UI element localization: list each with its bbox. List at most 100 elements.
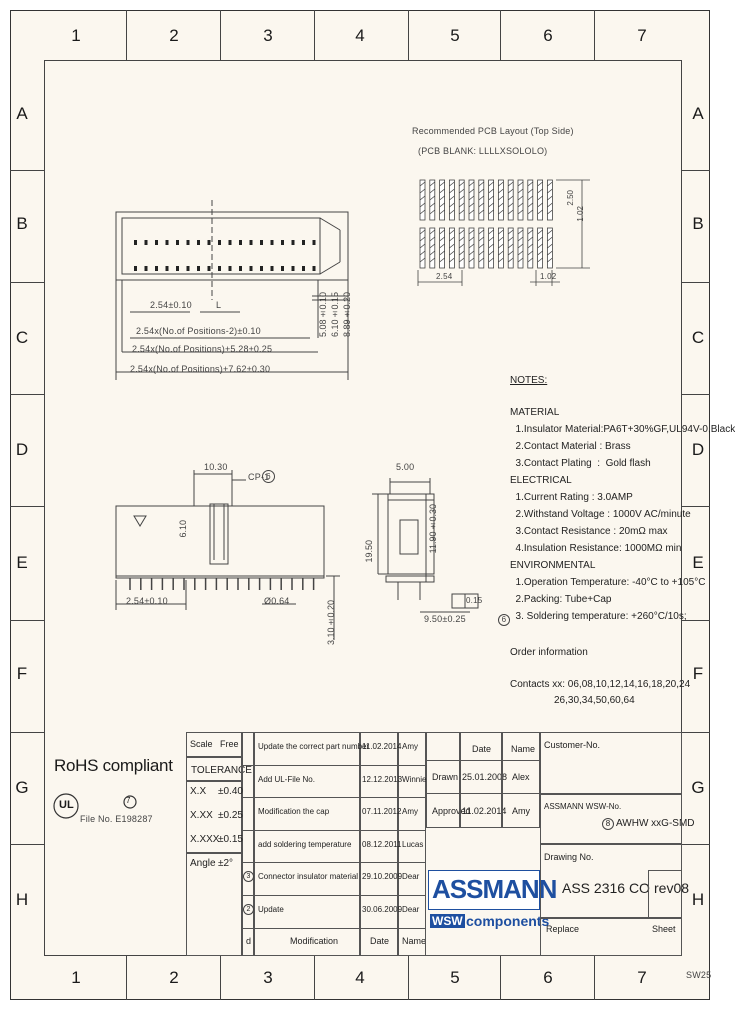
pcb-pad-hatch (517, 202, 524, 208)
pcb-pad-hatch (458, 188, 465, 194)
pcb-pad-hatch (458, 181, 465, 187)
pcb-pad (448, 227, 455, 269)
front-pin (302, 240, 305, 245)
end-dim-right: 11.90±0.30 (428, 504, 438, 554)
pcb-pad-hatch (478, 243, 485, 249)
front-pin (165, 266, 169, 271)
pcb-pad-hatch (419, 229, 426, 235)
pcb-pad-hatch (478, 236, 485, 242)
pcb-pad-hatch (507, 195, 514, 201)
revision-row-divider (242, 764, 426, 766)
zone-divider (682, 170, 710, 171)
approved-name: Amy (512, 806, 530, 816)
cp-rev-marker: 6 (262, 470, 275, 483)
pcb-pad-hatch (458, 243, 465, 249)
pcb-pad-hatch (517, 195, 524, 201)
pcb-pad (537, 227, 543, 269)
zone-divider (10, 732, 44, 733)
pcb-pad-hatch (547, 209, 553, 215)
front-dim-v1: 5.08±0.10 (318, 292, 328, 338)
customer-no-label: Customer-No. (544, 740, 601, 750)
revision-row-name: Amy (402, 742, 418, 751)
rohs-label: RoHS compliant (54, 756, 173, 775)
zone-column-bottom: 1 (71, 968, 81, 987)
tolerance-row-label: X.XXX (190, 834, 220, 845)
pcb-pad-hatch (507, 229, 514, 235)
revision-row-name: Winnie (402, 774, 427, 784)
zone-divider (500, 956, 501, 1000)
pcb-layout-subtitle: (PCB BLANK: LLLLXSOLOLO) (418, 146, 548, 156)
pcb-pad-hatch (449, 202, 455, 208)
front-pin (270, 266, 274, 271)
drawing-no: ASS 2316 CO (562, 880, 650, 896)
pcb-pad-hatch (439, 236, 445, 242)
pcb-pad-hatch (507, 202, 514, 208)
pcb-pad-hatch (547, 243, 553, 249)
front-dim-pitch: 2.54±0.10 (150, 300, 192, 310)
drawn-label: Drawn (432, 772, 459, 782)
pcb-dim-height1: 2.50 (566, 190, 575, 206)
note-line: 1.Insulator Material:PA6T+30%GF,UL94V-0,… (510, 424, 735, 435)
side-dim-vert: 3.10±0.20 (326, 600, 336, 646)
front-pin (134, 240, 137, 245)
pcb-pad-hatch (449, 188, 455, 194)
revision-row-text: Update (258, 905, 284, 914)
pcb-pad (507, 227, 514, 269)
side-dim-pitch: 2.54±0.10 (126, 596, 168, 606)
revision-row-text: Modification the cap (258, 807, 330, 817)
pcb-pad-hatch (498, 202, 504, 208)
pcb-pad-hatch (507, 243, 514, 249)
pcb-pad-hatch (498, 188, 504, 194)
pcb-pad-hatch (478, 229, 485, 235)
front-pin (302, 266, 305, 271)
front-pin (207, 266, 211, 271)
revision-label: rev08 (654, 880, 690, 896)
revision-row-divider (242, 862, 426, 864)
zone-column-bottom: 2 (169, 968, 179, 987)
zone-divider (682, 282, 710, 283)
pcb-pad-hatch (547, 188, 553, 194)
pcb-pad-hatch (498, 209, 504, 215)
pcb-pad-hatch (429, 181, 436, 187)
revision-row-divider (242, 895, 426, 896)
ul-rev-marker: 7 (126, 796, 131, 805)
front-dim-c: 2.54x(No.of Positions-2)±0.10 (136, 326, 261, 336)
revision-row-date: 08.12.2011 (362, 839, 402, 849)
pcb-pad-hatch (488, 181, 494, 187)
pcb-pad-hatch (429, 250, 436, 256)
pcb-pad-hatch (468, 209, 475, 215)
pcb-pad-hatch (537, 195, 543, 201)
pcb-pad-hatch (429, 236, 436, 242)
zone-divider (682, 506, 710, 507)
zone-row-right: E (692, 553, 704, 572)
side-dim-height: 6.10 (178, 520, 188, 538)
pcb-pad-hatch (478, 181, 485, 187)
zone-divider (10, 844, 44, 845)
pcb-pad-hatch (498, 236, 504, 242)
pcb-pad-hatch (527, 236, 534, 242)
pcb-pad (547, 227, 553, 269)
side-view (115, 470, 340, 640)
front-pin (281, 240, 284, 245)
zone-divider (126, 956, 127, 1000)
title-block-cell (540, 918, 682, 956)
zone-row-right: F (692, 664, 704, 683)
pcb-pad-hatch (439, 250, 445, 256)
pcb-pad (429, 227, 436, 269)
zone-divider (10, 170, 44, 171)
note-line: 3.Contact Plating : Gold flash (510, 458, 651, 469)
pcb-pad-hatch (419, 188, 426, 194)
front-pin (291, 240, 295, 245)
front-pin (281, 266, 284, 271)
front-dim-a: 2.54x(No.of Positions)+7.62±0.30 (130, 364, 271, 374)
pcb-pad-hatch (507, 181, 514, 187)
title-block-cell (540, 794, 682, 844)
zone-row-left: E (16, 553, 28, 572)
zone-divider (500, 10, 501, 60)
note-line: ENVIRONMENTAL (510, 560, 596, 571)
pcb-pad-hatch (537, 236, 543, 242)
pcb-pad-hatch (488, 188, 494, 194)
zone-column-top: 7 (637, 26, 647, 45)
pcb-pad-hatch (488, 229, 494, 235)
pcb-pad-hatch (478, 250, 485, 256)
